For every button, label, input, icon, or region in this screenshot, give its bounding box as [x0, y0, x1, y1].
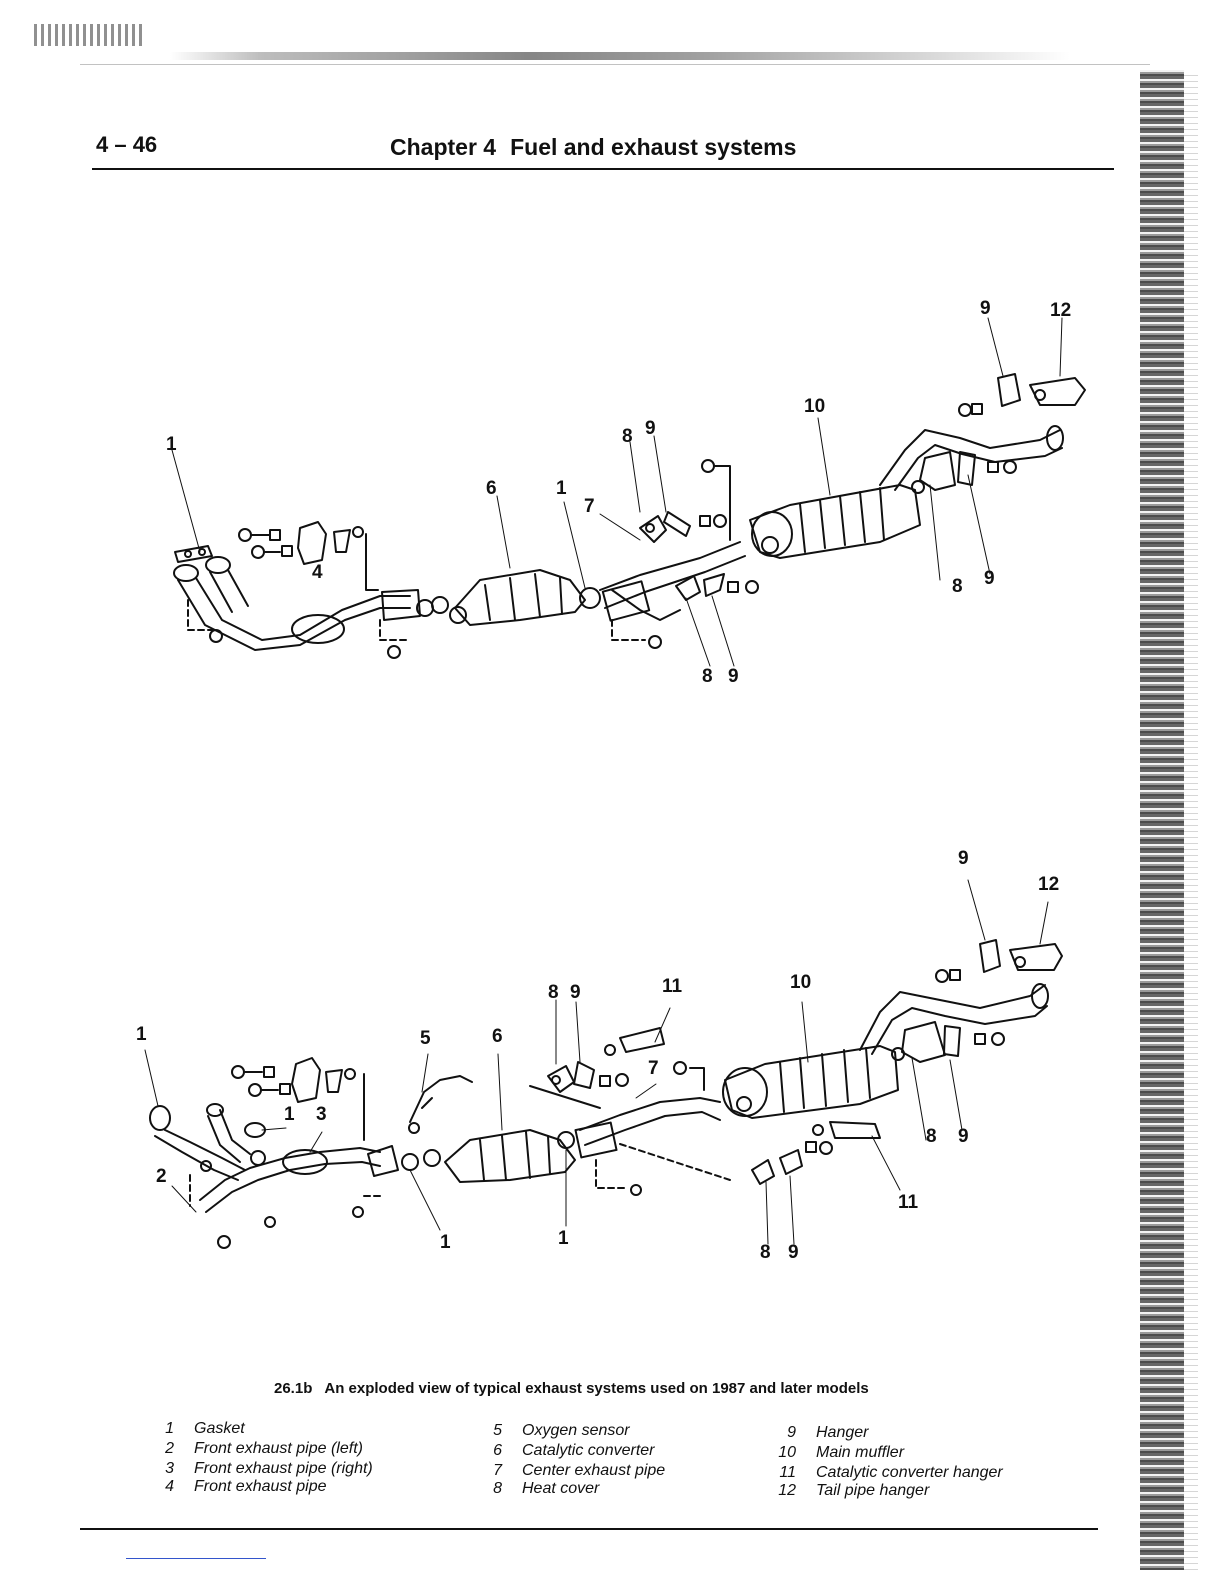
callout-11: 11 [662, 976, 683, 997]
tail-pipe-shape [859, 983, 1049, 1063]
callout-9: 9 [958, 1126, 969, 1147]
scan-noise-line [80, 64, 1150, 65]
callout-8: 8 [702, 666, 713, 687]
figure-number: 26.1b [274, 1380, 313, 1397]
callout-1: 1 [558, 1228, 569, 1249]
catalytic-converter-shape [449, 569, 586, 626]
callout-8: 8 [548, 982, 559, 1003]
scan-noise-right-margin [1184, 70, 1198, 1570]
callout-12: 12 [1050, 300, 1072, 321]
mid-hanger-shape [639, 459, 759, 601]
main-muffler-shape [722, 1045, 899, 1119]
center-exhaust-pipe-shape [529, 1085, 731, 1196]
exhaust-diagram-late-drawing [144, 879, 1063, 1249]
tail-pipe-hanger-shape [935, 939, 1063, 983]
hanger-bolts-left-shape [189, 1057, 381, 1249]
footer-rule [80, 1528, 1098, 1530]
front-exhaust-pipe-shape [173, 556, 411, 651]
callout-9: 9 [788, 1242, 799, 1263]
callout-1: 1 [136, 1024, 147, 1045]
callout-8: 8 [622, 426, 633, 447]
callout-10: 10 [790, 972, 812, 993]
o2-sensor-shape [408, 1075, 473, 1134]
callout-5: 5 [420, 1028, 431, 1049]
callout-9: 9 [570, 982, 581, 1003]
callout-7: 7 [584, 496, 595, 517]
callout-8: 8 [760, 1242, 771, 1263]
front-flange-shape [381, 589, 449, 621]
exhaust-diagram-early-drawing [171, 317, 1086, 667]
callout-leader-lines [171, 317, 1063, 667]
scan-noise-top [170, 52, 1070, 60]
center-exhaust-pipe-shape [599, 541, 746, 622]
footer-link-line [126, 1558, 266, 1559]
callout-9: 9 [984, 568, 995, 589]
main-muffler-shape [749, 484, 921, 559]
tail-pipe-shape [879, 425, 1064, 494]
callout-7: 7 [648, 1058, 659, 1079]
chapter-title: Chapter 4 Fuel and exhaust systems [390, 134, 796, 161]
callout-8: 8 [952, 576, 963, 597]
figure-caption-text: An exploded view of typical exhaust syst… [324, 1380, 869, 1397]
mid-hanger-shape [547, 1027, 881, 1185]
callout-12: 12 [1038, 874, 1060, 895]
callout-6: 6 [486, 478, 497, 499]
callout-11: 11 [898, 1192, 919, 1213]
chapter-name: Fuel and exhaust systems [510, 134, 797, 160]
callout-1: 1 [284, 1104, 295, 1125]
catalytic-converter-shape [444, 1129, 576, 1183]
callout-3: 3 [316, 1104, 327, 1125]
callout-1: 1 [440, 1232, 451, 1253]
front-flange-shape [367, 1145, 441, 1177]
callout-4: 4 [312, 562, 323, 583]
callout-leader-lines [144, 879, 1049, 1245]
front-exhaust-pipes-shape [149, 1103, 381, 1213]
scan-noise-top-left [34, 24, 144, 46]
callout-9: 9 [958, 848, 969, 869]
callout-8: 8 [926, 1126, 937, 1147]
callout-1: 1 [556, 478, 567, 499]
callout-6: 6 [492, 1026, 503, 1047]
hanger-bolts-left-shape [238, 521, 379, 591]
chapter-label: Chapter 4 [390, 134, 497, 160]
manifold-gasket-shape [174, 545, 213, 563]
callout-2: 2 [156, 1166, 167, 1187]
callout-1: 1 [166, 434, 177, 455]
callout-9: 9 [645, 418, 656, 439]
figure-caption: 26.1b An exploded view of typical exhaust… [274, 1380, 869, 1397]
tail-pipe-hanger-shape [958, 373, 1086, 417]
page-number: 4 – 46 [96, 132, 158, 157]
scan-noise-right-edge [1140, 70, 1184, 1570]
callout-9: 9 [980, 298, 991, 319]
callout-9: 9 [728, 666, 739, 687]
exhaust-diagram-early: 9 12 10 8 9 1 6 1 7 4 8 9 8 9 [0, 290, 1224, 710]
header-rule [92, 168, 1114, 170]
exhaust-diagram-late: 9 12 8 9 11 10 1 5 6 7 1 3 2 8 9 11 1 1 … [0, 840, 1224, 1280]
callout-10: 10 [804, 396, 826, 417]
